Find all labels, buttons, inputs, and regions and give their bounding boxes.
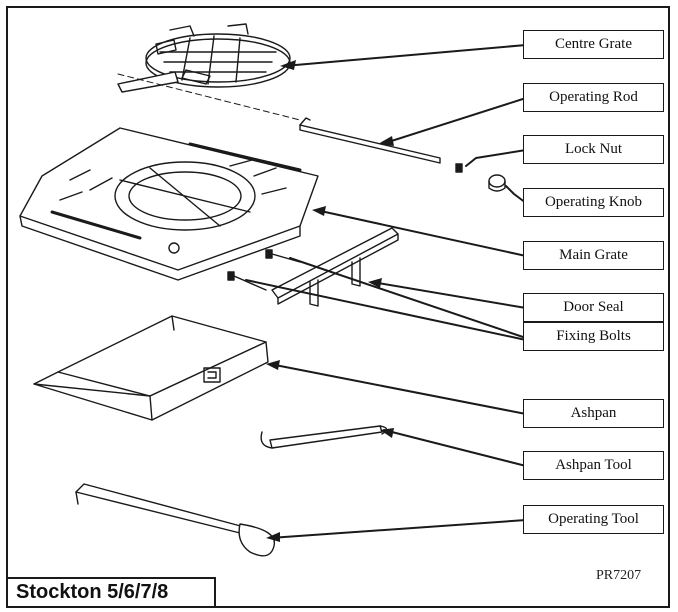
operating-rod-drawing [299, 117, 441, 164]
drawing-reference: PR7207 [596, 568, 642, 583]
label-door-seal: Door Seal [523, 293, 664, 322]
ashpan-tool-drawing [260, 425, 388, 449]
ashpan-drawing [33, 315, 269, 421]
main-grate-drawing [19, 127, 319, 281]
door-seal-drawing [271, 227, 399, 307]
label-fixing-bolts: Fixing Bolts [523, 322, 664, 351]
centre-grate-drawing [117, 23, 291, 93]
model-name: Stockton 5/6/7/8 [6, 577, 216, 608]
diagram-frame [6, 6, 670, 608]
label-ashpan: Ashpan [523, 399, 664, 428]
operating-tool-drawing [75, 483, 276, 557]
label-operating-knob: Operating Knob [523, 188, 664, 217]
label-operating-tool: Operating Tool [523, 505, 664, 534]
label-centre-grate: Centre Grate [523, 30, 664, 59]
label-lock-nut: Lock Nut [523, 135, 664, 164]
operating-knob-drawing [488, 174, 506, 192]
label-ashpan-tool: Ashpan Tool [523, 451, 664, 480]
lock-nut-drawing [455, 163, 463, 173]
label-main-grate: Main Grate [523, 241, 664, 270]
leader-lines [245, 44, 527, 539]
label-operating-rod: Operating Rod [523, 83, 664, 112]
